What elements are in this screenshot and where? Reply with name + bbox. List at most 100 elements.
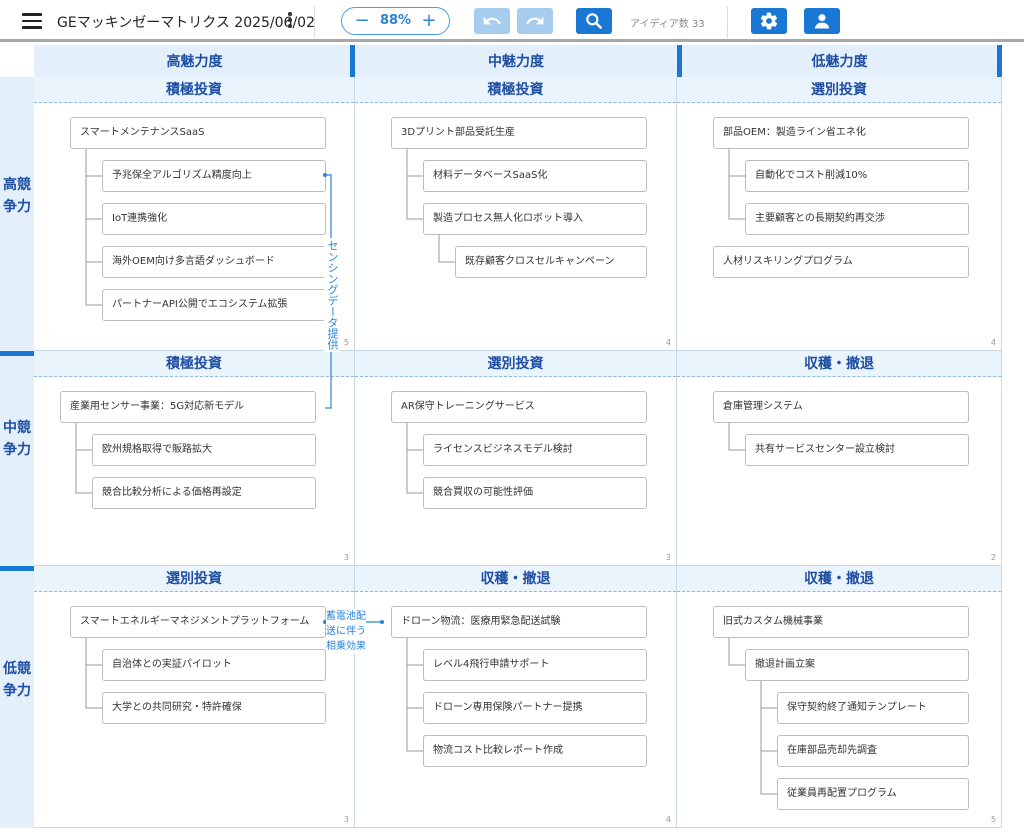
undo-icon [483, 16, 501, 25]
zoom-in-button[interactable]: + [421, 10, 437, 31]
gear-icon [760, 12, 778, 30]
mindmap-child-node[interactable]: 主要顧客との長期契約再交渉 [745, 203, 969, 235]
row-header-label: 中競争力 [3, 420, 31, 458]
mindmap-child-node[interactable]: 大学との共同研究・特許確保 [102, 692, 326, 724]
document-title[interactable]: GEマッキンゼーマトリクス 2025/06/02 [57, 15, 315, 31]
mindmap-child-node[interactable]: 共有サービスセンター設立検討 [745, 434, 969, 466]
mindmap-child-node[interactable]: 既存顧客クロスセルキャンペーン [455, 246, 647, 278]
mindmap-child-node[interactable]: IoT連携強化 [102, 203, 326, 235]
matrix-cell: 選別投資 3 スマートエネルギーマネジメントプラットフォーム自治体との実証パイロット… [34, 566, 355, 828]
mindmap-child-node[interactable]: パートナーAPI公開でエコシステム拡張 [102, 289, 326, 321]
mindmap-root-node[interactable]: ドローン物流：医療用緊急配送試験 [391, 606, 647, 638]
mindmap-root-node[interactable]: 産業用センサー事業：5G対応新モデル [60, 391, 316, 423]
link-label-line: 相乗効果 [326, 641, 366, 652]
matrix-cell: 収穫・撤退 5 旧式カスタム機械事業撤退計画立案保守契約終了通知テンプレート在庫部品… [677, 566, 1002, 828]
zoom-level: 88% [379, 13, 412, 28]
settings-button[interactable] [751, 8, 787, 34]
column-resize-handle[interactable] [350, 45, 355, 77]
account-button[interactable] [804, 8, 840, 34]
more-vert-icon[interactable] [287, 12, 293, 30]
mindmap-root-node[interactable]: スマートメンテナンスSaaS [70, 117, 326, 149]
link-label-battery[interactable]: 蓄電池配 送に伴う 相乗効果 [326, 609, 366, 654]
mindmap-root-node[interactable]: スマートエネルギーマネジメントプラットフォーム [70, 606, 326, 638]
search-button[interactable] [576, 8, 612, 34]
column-resize-handle[interactable] [677, 45, 682, 77]
mindmap-child-node[interactable]: 競合比較分析による価格再設定 [92, 477, 316, 509]
cell-strategy-label: 収穫・撤退 [355, 566, 676, 592]
link-label-line: 蓄電池配 [326, 611, 366, 622]
column-header-label: 中魅力度 [488, 54, 544, 70]
column-header-high-attractiveness: 高魅力度 [34, 45, 355, 77]
toolbar: GEマッキンゼーマトリクス 2025/06/02 − 88% + アイディア数 … [0, 0, 1024, 42]
mindmap-child-node[interactable]: 欧州規格取得で販路拡大 [92, 434, 316, 466]
mindmap-child-node[interactable]: 在庫部品売却先調査 [777, 735, 969, 767]
mindmap-child-node[interactable]: 自治体との実証パイロット [102, 649, 326, 681]
mindmap-root-node[interactable]: 部品OEM：製造ライン省エネ化 [713, 117, 969, 149]
link-label-line: 送に伴う [326, 626, 366, 637]
cell-idea-count: 3 [343, 553, 349, 562]
link-label-sensing[interactable]: センシングデータ提供 [324, 238, 340, 352]
mindmap-root-node[interactable]: AR保守トレーニングサービス [391, 391, 647, 423]
user-icon [814, 14, 830, 29]
cell-strategy-label: 積極投資 [355, 77, 676, 103]
mindmap-root-node[interactable]: 旧式カスタム機械事業 [713, 606, 969, 638]
zoom-control: − 88% + [341, 7, 450, 35]
matrix-cell: 収穫・撤退 4 ドローン物流：医療用緊急配送試験レベル4飛行申請サポートドローン専用… [355, 566, 677, 828]
search-icon [586, 13, 602, 29]
cell-strategy-label: 積極投資 [34, 77, 354, 103]
cell-strategy-label: 選別投資 [34, 566, 354, 592]
mindmap-child-node[interactable]: レベル4飛行申請サポート [423, 649, 647, 681]
cell-idea-count: 3 [665, 553, 671, 562]
row-resize-handle[interactable] [0, 351, 34, 356]
mindmap-child-node[interactable]: 海外OEM向け多言語ダッシュボード [102, 246, 326, 278]
matrix-cell: 選別投資 3 AR保守トレーニングサービスライセンスビジネスモデル検討競合買収の可能… [355, 351, 677, 566]
redo-icon [526, 16, 544, 25]
row-header-low-competitiveness: 低競争力 [0, 566, 34, 828]
row-header-mid-competitiveness: 中競争力 [0, 351, 34, 566]
zoom-out-button[interactable]: − [354, 10, 370, 31]
mindmap-child-node[interactable]: 自動化でコスト削減10% [745, 160, 969, 192]
mindmap-child-node[interactable]: 材料データベースSaaS化 [423, 160, 647, 192]
matrix-cell: 積極投資 3 産業用センサー事業：5G対応新モデル欧州規格取得で販路拡大競合比較分析… [34, 351, 355, 566]
row-resize-handle[interactable] [0, 566, 34, 571]
hamburger-icon[interactable] [22, 13, 42, 29]
redo-button[interactable] [517, 8, 553, 34]
row-header-label: 高競争力 [3, 177, 31, 215]
cell-idea-count: 5 [343, 338, 349, 347]
cell-strategy-label: 収穫・撤退 [677, 351, 1001, 377]
cell-idea-count: 5 [990, 815, 996, 824]
mindmap-child-node[interactable]: 製造プロセス無人化ロボット導入 [423, 203, 647, 235]
mindmap-root-node[interactable]: 人材リスキリングプログラム [713, 246, 969, 278]
mindmap-root-node[interactable]: 3Dプリント部品受託生産 [391, 117, 647, 149]
cell-idea-count: 4 [665, 338, 671, 347]
mindmap-child-node[interactable]: 物流コスト比較レポート作成 [423, 735, 647, 767]
undo-button[interactable] [474, 8, 510, 34]
row-header-high-competitiveness: 高競争力 [0, 77, 34, 351]
column-header-label: 低魅力度 [811, 54, 868, 70]
mindmap-child-node[interactable]: 競合買収の可能性評価 [423, 477, 647, 509]
toolbar-divider [727, 6, 728, 38]
column-resize-handle[interactable] [997, 45, 1002, 77]
mindmap-child-node[interactable]: 予兆保全アルゴリズム精度向上 [102, 160, 326, 192]
matrix-cell: 積極投資 4 3Dプリント部品受託生産材料データベースSaaS化製造プロセス無人化ロ… [355, 77, 677, 351]
cell-strategy-label: 収穫・撤退 [677, 566, 1001, 592]
mindmap-root-node[interactable]: 倉庫管理システム [713, 391, 969, 423]
cell-strategy-label: 積極投資 [34, 351, 354, 377]
mindmap-child-node[interactable]: ドローン専用保険パートナー提携 [423, 692, 647, 724]
row-header-label: 低競争力 [3, 661, 31, 699]
mindmap-child-node[interactable]: ライセンスビジネスモデル検討 [423, 434, 647, 466]
idea-count: アイディア数 33 [630, 19, 705, 30]
mindmap-child-node[interactable]: 従業員再配置プログラム [777, 778, 969, 810]
matrix-board: 高魅力度 中魅力度 低魅力度 高競争力 中競争力 低競争力 積極投資 5 スマートメ… [0, 45, 1024, 840]
mindmap-child-node[interactable]: 撤退計画立案 [745, 649, 969, 681]
matrix-cell: 積極投資 5 スマートメンテナンスSaaS 予兆保全アルゴリズム精度向上 IoT連携強化… [34, 77, 355, 351]
mindmap-child-node[interactable]: 保守契約終了通知テンプレート [777, 692, 969, 724]
column-header-low-attractiveness: 低魅力度 [677, 45, 1002, 77]
cell-idea-count: 4 [665, 815, 671, 824]
column-header-mid-attractiveness: 中魅力度 [355, 45, 677, 77]
cell-idea-count: 3 [343, 815, 349, 824]
cell-strategy-label: 選別投資 [677, 77, 1001, 103]
cell-strategy-label: 選別投資 [355, 351, 676, 377]
